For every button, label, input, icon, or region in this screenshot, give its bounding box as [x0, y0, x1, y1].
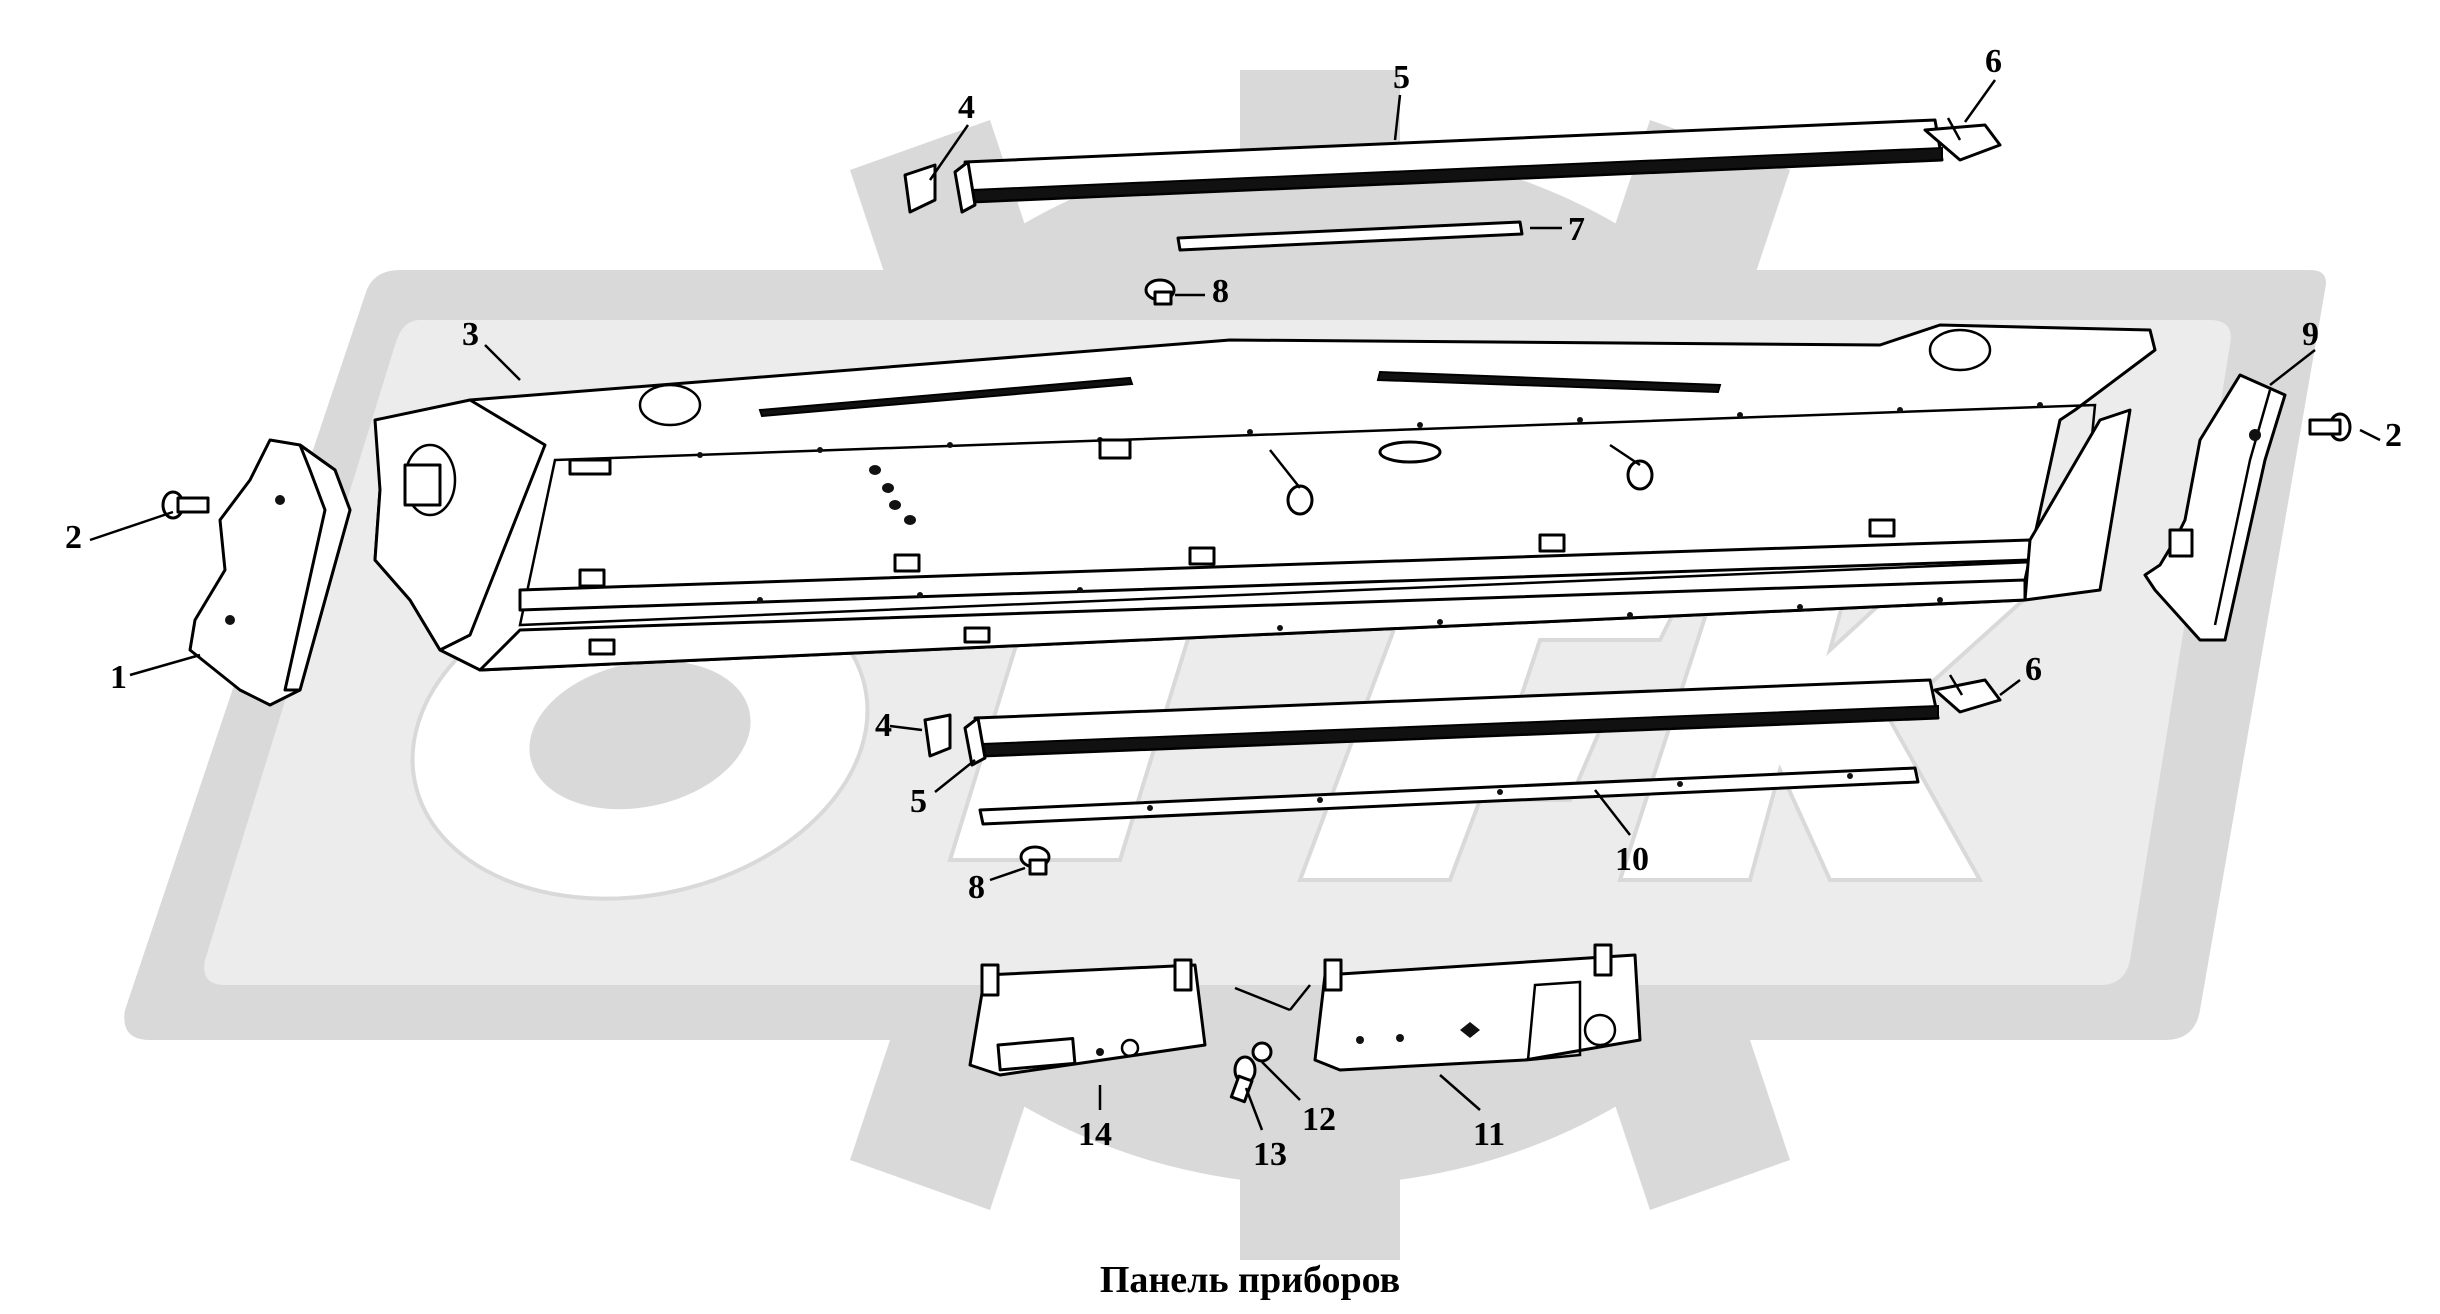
callout-3: 3: [462, 316, 479, 353]
part-14-left-plate: [968, 958, 1207, 1077]
callouts: 1 2 2 3 4 4 5 5 6 6 7 8 8 9 10 11 12 13 …: [65, 43, 2402, 1173]
callout-8-top: 8: [1212, 273, 1229, 310]
callout-2-left: 2: [65, 519, 82, 556]
part-5-top-rail: [953, 118, 1944, 214]
part-12-washer: [1251, 1041, 1273, 1063]
callout-5-bottom: 5: [910, 783, 927, 820]
callout-11: 11: [1473, 1116, 1505, 1153]
part-8-bottom-bolt: [1019, 845, 1051, 876]
part-5-bottom-rail: [963, 678, 1940, 767]
callout-13: 13: [1253, 1136, 1287, 1173]
part-6-top-clip: [1923, 117, 2002, 162]
part-3-main-frame: [373, 323, 2157, 672]
part-2-left-bolt: [161, 490, 210, 520]
part-1-left-bracket: [188, 438, 352, 707]
callout-5-top: 5: [1393, 59, 1410, 96]
callout-14: 14: [1078, 1116, 1112, 1153]
part-8-top-bolt: [1144, 278, 1176, 306]
part-2-right-bolt: [2308, 412, 2352, 442]
callout-6-bottom: 6: [2025, 651, 2042, 688]
callout-4-top: 4: [958, 89, 975, 126]
part-4-top-cap: [903, 163, 937, 214]
callout-1: 1: [110, 659, 127, 696]
part-10-bottom-strip: [978, 766, 1920, 826]
callout-6-top: 6: [1985, 43, 2002, 80]
callout-10: 10: [1615, 841, 1649, 878]
part-7-strip: [1176, 220, 1524, 252]
diagram-title: Панель приборов: [1100, 1259, 1400, 1301]
part-13-bolt: [1229, 1055, 1257, 1104]
part-6-bottom-clip: [1933, 674, 2002, 714]
leader-lines: [89, 79, 2381, 1131]
callout-9: 9: [2302, 316, 2319, 353]
part-4-bottom-cap: [923, 713, 952, 758]
callout-7: 7: [1568, 211, 1585, 248]
frame-brackets: [568, 438, 1896, 656]
part-11-right-plate: [1313, 943, 1642, 1072]
callout-2-right: 2: [2385, 417, 2402, 454]
callout-4-bottom: 4: [875, 707, 892, 744]
part-9-right-bracket: [2143, 373, 2287, 642]
callout-12: 12: [1302, 1101, 1336, 1138]
callout-8-bottom: 8: [968, 869, 985, 906]
